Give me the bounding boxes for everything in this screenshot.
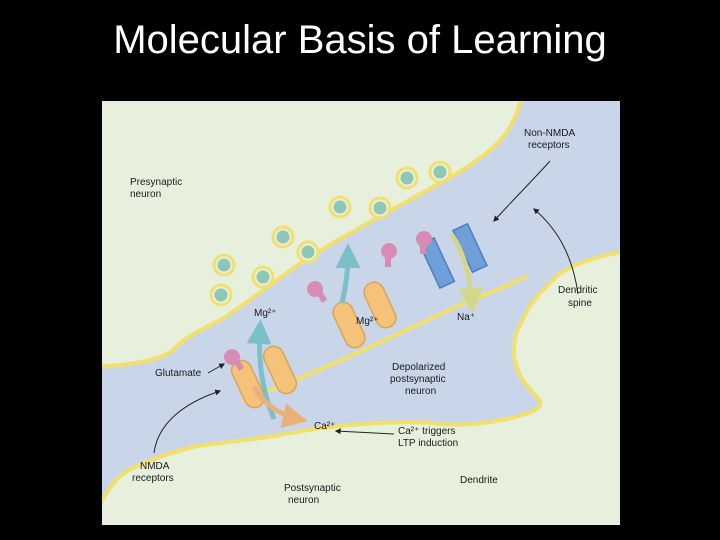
glutamate-molecule bbox=[416, 231, 432, 254]
glutamate-molecule bbox=[381, 243, 397, 267]
label-ca: Ca²⁺ bbox=[314, 421, 335, 432]
label-na: Na⁺ bbox=[457, 312, 475, 323]
label-glutamate: Glutamate bbox=[155, 368, 202, 379]
na-arrow bbox=[449, 233, 484, 313]
vesicle bbox=[296, 240, 320, 264]
mg-arrow-left bbox=[246, 319, 277, 420]
label-ca-triggers-2: LTP induction bbox=[398, 438, 458, 449]
label-postsynaptic-2: neuron bbox=[288, 495, 319, 506]
label-non-nmda-1: Non-NMDA bbox=[524, 128, 575, 139]
glutamate-molecule bbox=[307, 281, 328, 303]
label-depolarized-1: Depolarized bbox=[392, 362, 445, 373]
vesicle bbox=[212, 253, 236, 277]
leader-non-nmda bbox=[493, 160, 551, 222]
vesicle bbox=[395, 166, 419, 190]
nmda-receptor-mid bbox=[332, 281, 397, 349]
label-dendritic-1: Dendritic bbox=[558, 285, 597, 296]
glutamate-molecules bbox=[224, 231, 432, 371]
label-mg-mid: Mg²⁺ bbox=[356, 316, 379, 327]
label-nmda-1: NMDA bbox=[140, 461, 170, 472]
vesicle bbox=[209, 283, 233, 307]
synapse-diagram: Presynaptic neuron Non-NMDA receptors Mg… bbox=[102, 101, 620, 525]
leader-ca-triggers bbox=[334, 428, 395, 435]
mg-arrow-mid bbox=[335, 243, 361, 304]
label-postsynaptic-1: Postsynaptic bbox=[284, 483, 341, 494]
vesicle bbox=[328, 195, 352, 219]
label-presynaptic-1: Presynaptic bbox=[130, 177, 182, 188]
vesicle bbox=[368, 196, 392, 220]
label-ca-triggers-1: Ca²⁺ triggers bbox=[398, 426, 456, 437]
label-depolarized-2: postsynaptic bbox=[390, 374, 446, 385]
postsynaptic-neuron-membrane bbox=[102, 250, 620, 525]
leader-glutamate bbox=[207, 363, 226, 374]
vesicle bbox=[271, 225, 295, 249]
nmda-receptor-left bbox=[230, 345, 298, 409]
leader-dendritic-spine bbox=[533, 208, 579, 295]
label-depolarized-3: neuron bbox=[405, 386, 436, 397]
presynaptic-neuron-membrane bbox=[102, 101, 523, 369]
slide-title: Molecular Basis of Learning bbox=[113, 18, 607, 62]
vesicle bbox=[428, 160, 452, 184]
ca-arrow bbox=[251, 385, 308, 428]
glutamate-molecule bbox=[224, 349, 245, 371]
label-presynaptic-2: neuron bbox=[130, 189, 161, 200]
label-non-nmda-2: receptors bbox=[528, 140, 570, 151]
vesicle bbox=[251, 265, 275, 289]
label-mg-left: Mg²⁺ bbox=[254, 308, 277, 319]
label-dendritic-2: spine bbox=[568, 298, 592, 309]
label-dendrite: Dendrite bbox=[460, 475, 498, 486]
leader-nmda bbox=[153, 389, 222, 454]
synaptic-vesicles bbox=[209, 160, 452, 307]
label-nmda-2: receptors bbox=[132, 473, 174, 484]
